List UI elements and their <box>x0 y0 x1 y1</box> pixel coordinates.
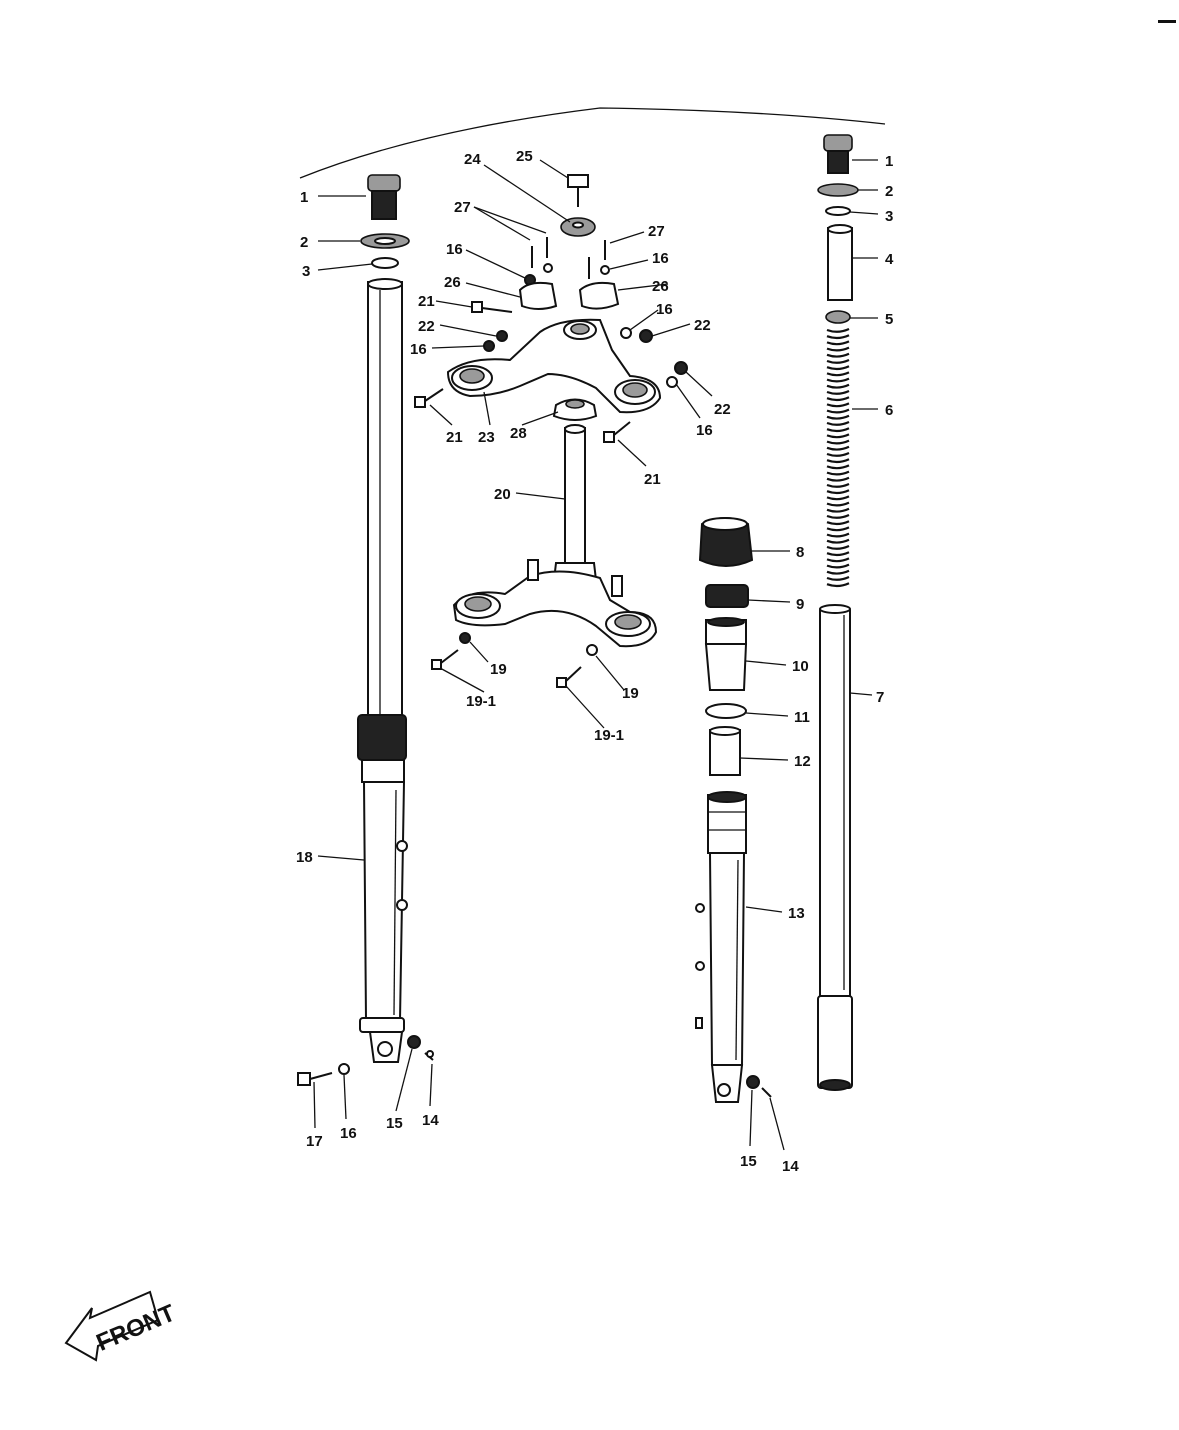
right-fork-exploded <box>695 134 859 1103</box>
callout-left-17: 17 <box>306 1133 323 1150</box>
callout-center-16f: 16 <box>696 422 713 439</box>
callout-center-16c: 16 <box>656 301 673 318</box>
callout-right-12: 12 <box>794 753 811 770</box>
page-border-line <box>299 107 886 179</box>
callout-right-4: 4 <box>885 251 894 268</box>
callout-right-15: 15 <box>740 1153 757 1170</box>
callout-center-21c: 21 <box>644 471 661 488</box>
callout-right-13: 13 <box>788 905 805 922</box>
callout-center-21a: 21 <box>418 293 435 310</box>
callout-center-19a: 19 <box>490 661 507 678</box>
callout-right-9: 9 <box>796 596 804 613</box>
left-fork-assembly <box>297 174 434 1086</box>
callout-center-27b: 27 <box>648 223 665 240</box>
callout-left-3: 3 <box>302 263 310 280</box>
callout-right-7: 7 <box>876 689 884 706</box>
callout-right-1: 1 <box>885 153 893 170</box>
callout-center-26b: 26 <box>652 278 669 295</box>
callout-left-2: 2 <box>300 234 308 251</box>
callout-right-5: 5 <box>885 311 893 328</box>
callout-center-26a: 26 <box>444 274 461 291</box>
callout-left-14: 14 <box>422 1112 439 1129</box>
callout-center-16d: 16 <box>410 341 427 358</box>
callout-center-22b: 22 <box>694 317 711 334</box>
callout-center-16a: 16 <box>446 241 463 258</box>
callout-center-20: 20 <box>494 486 511 503</box>
callout-right-6: 6 <box>885 402 893 419</box>
callout-center-27a: 27 <box>454 199 471 216</box>
callout-right-14: 14 <box>782 1158 799 1175</box>
callout-left-18: 18 <box>296 849 313 866</box>
callout-left-16: 16 <box>340 1125 357 1142</box>
callout-right-2: 2 <box>885 183 893 200</box>
callout-center-24: 24 <box>464 151 481 168</box>
callout-left-15: 15 <box>386 1115 403 1132</box>
callout-right-8: 8 <box>796 544 804 561</box>
callout-center-25: 25 <box>516 148 533 165</box>
callout-labels: 1 2 3 18 17 16 15 14 1 2 3 4 5 6 7 8 9 1… <box>296 148 894 1175</box>
upper-bracket-assembly <box>414 174 688 443</box>
callout-center-28: 28 <box>510 425 527 442</box>
callout-center-22c: 22 <box>714 401 731 418</box>
callout-center-21b: 21 <box>446 429 463 446</box>
callout-center-16b: 16 <box>652 250 669 267</box>
callout-center-19b: 19 <box>622 685 639 702</box>
front-direction-arrow: FRONT <box>64 1290 179 1362</box>
callout-center-19-1b: 19-1 <box>594 727 624 744</box>
callout-left-1: 1 <box>300 189 308 206</box>
steering-stem-assembly <box>431 424 658 688</box>
corner-dash <box>1158 20 1176 23</box>
leader-lines <box>313 159 879 1151</box>
callout-right-10: 10 <box>792 658 809 675</box>
callout-center-22a: 22 <box>418 318 435 335</box>
callout-center-23: 23 <box>478 429 495 446</box>
callout-center-19-1a: 19-1 <box>466 693 496 710</box>
callout-right-3: 3 <box>885 208 893 225</box>
callout-right-11: 11 <box>794 709 810 726</box>
